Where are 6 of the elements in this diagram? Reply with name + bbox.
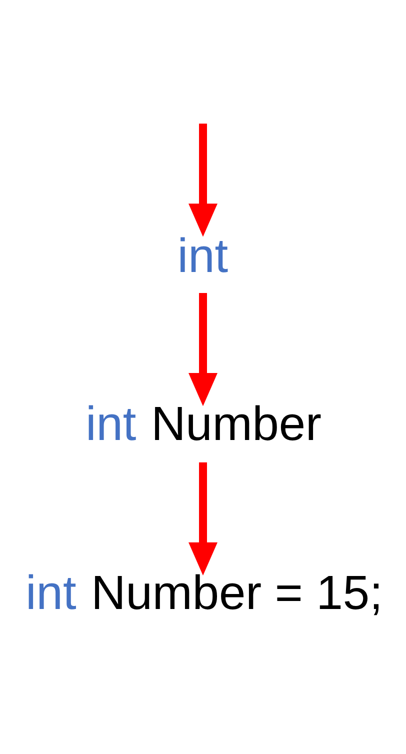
arrow bbox=[188, 293, 218, 406]
node-text: int Number bbox=[86, 398, 322, 451]
node-text: int Number = 15; bbox=[26, 567, 383, 620]
arrow bbox=[188, 462, 218, 576]
node-text: int bbox=[177, 230, 228, 284]
arrow bbox=[188, 124, 218, 237]
